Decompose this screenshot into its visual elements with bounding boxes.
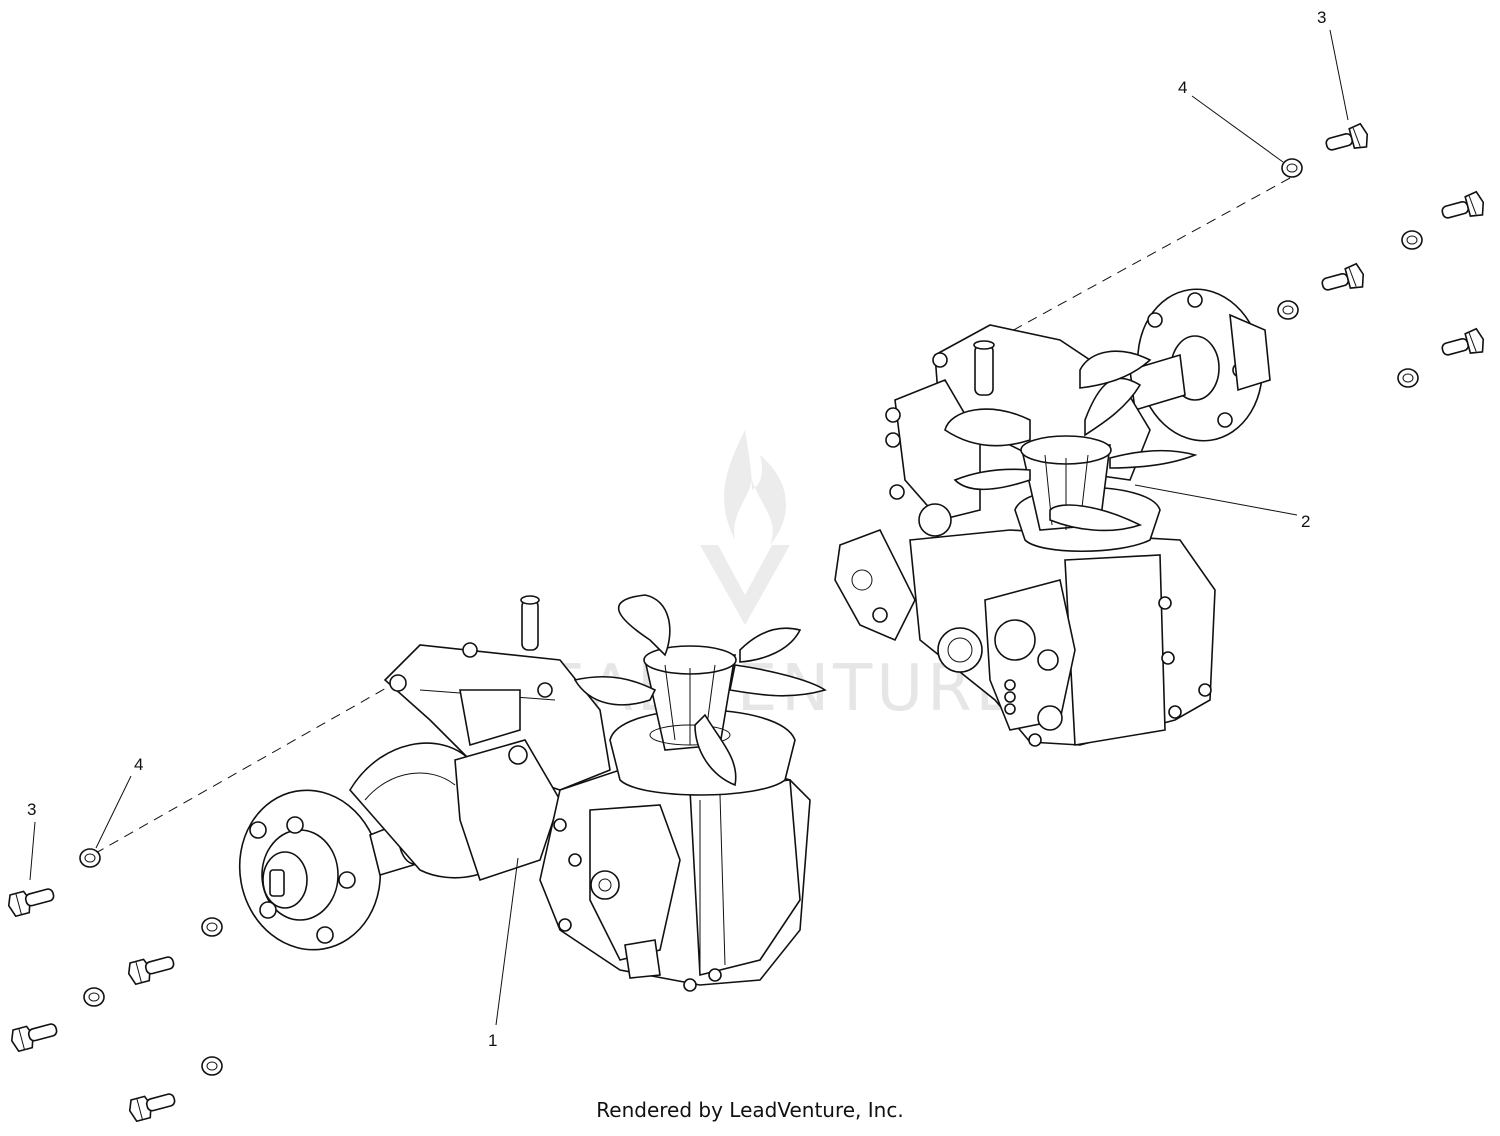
axis-line-right (1009, 177, 1291, 333)
washer-left-2 (201, 917, 223, 937)
bolt-3-left (5, 883, 58, 919)
callout-1: 1 (488, 1031, 497, 1050)
washer-4-right (1281, 158, 1303, 178)
callout-3-right: 3 (1317, 8, 1326, 27)
washer-4-left (79, 848, 101, 868)
bolt-right-3 (1318, 261, 1368, 298)
washer-right-4 (1397, 368, 1419, 388)
callout-4-left: 4 (134, 755, 143, 774)
bolt-left-2 (125, 951, 178, 987)
transaxle-2 (834, 288, 1271, 747)
bolt-3-right (1322, 121, 1372, 158)
bolt-right-4 (1438, 326, 1488, 363)
callout-4-right: 4 (1178, 78, 1187, 97)
hardware-right (1277, 121, 1488, 388)
callout-3-left: 3 (27, 800, 36, 819)
footer-credit: Rendered by LeadVenture, Inc. (596, 1098, 904, 1122)
bolt-right-2 (1438, 189, 1488, 226)
transaxle-1 (238, 594, 827, 992)
hardware-left (5, 848, 223, 1124)
washer-right-2 (1401, 230, 1423, 250)
washer-left-4 (201, 1056, 223, 1076)
washer-left-3 (83, 987, 105, 1007)
axis-line-left (79, 682, 396, 863)
washer-right-3 (1277, 300, 1299, 320)
bolt-left-3 (8, 1018, 61, 1054)
callout-2: 2 (1301, 512, 1310, 531)
callouts: 1 2 3 3 4 4 (27, 8, 1349, 1050)
